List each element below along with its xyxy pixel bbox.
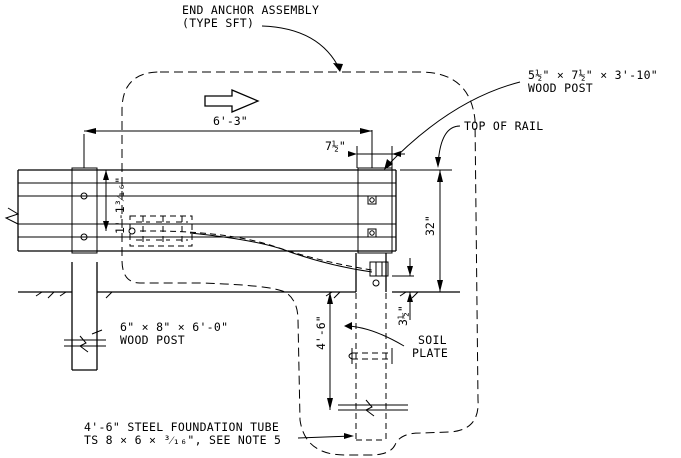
break-symbol-icon <box>4 207 20 225</box>
cable-anchor-bracket <box>369 261 389 277</box>
post-spacing-dimension <box>83 128 373 168</box>
large-wood-post <box>64 167 106 371</box>
ground-line <box>18 291 460 299</box>
tube-length-dimension <box>324 291 356 410</box>
steel-foundation-tube <box>338 253 408 441</box>
top-of-rail-leader <box>437 125 461 167</box>
large-post-label-line2: WOOD POST <box>120 333 185 347</box>
tube-projection-dimension <box>392 258 414 320</box>
soil-plate-leader <box>344 325 405 347</box>
rail-height-dimension <box>400 169 452 292</box>
tube-length-text: 4'-6" <box>314 315 328 350</box>
small-post-leader <box>384 81 521 169</box>
splice-height-text: 1'-1³⁄₁₆" <box>113 177 127 234</box>
w-beam-rail <box>4 169 397 252</box>
end-anchor-boundary <box>121 71 479 456</box>
small-post-label-line2: WOOD POST <box>528 81 593 95</box>
tube-label-line2: TS 8 × 6 × ³⁄₁₆", SEE NOTE 5 <box>84 433 281 447</box>
soil-plate-label-line2: PLATE <box>412 346 448 360</box>
end-anchor-label-line1: END ANCHOR ASSEMBLY <box>182 3 319 17</box>
tube-leader <box>297 435 353 439</box>
post-offset-text: 7½" <box>325 139 346 153</box>
post-offset-dimension <box>348 146 405 168</box>
small-post-label-line1: 5½" × 7½" × 3'-10" <box>528 68 658 82</box>
end-anchor-label-line2: (TYPE SFT) <box>182 16 254 30</box>
splice-height-dimension <box>103 170 109 231</box>
direction-arrow-icon <box>204 89 260 113</box>
post-spacing-text: 6'-3" <box>213 114 248 128</box>
anchor-cable <box>139 230 373 271</box>
tube-label-line1: 4'-6" STEEL FOUNDATION TUBE <box>84 420 279 434</box>
soil-plate-label-line1: SOIL <box>418 333 447 347</box>
top-of-rail-label: TOP OF RAIL <box>464 119 543 133</box>
small-wood-post <box>357 167 393 254</box>
soil-plate <box>348 348 393 364</box>
end-anchor-leader <box>261 25 341 71</box>
tube-projection-text: 3½" <box>396 305 410 326</box>
large-post-label-line1: 6" × 8" × 6'-0" <box>120 320 228 334</box>
rail-height-text: 32" <box>423 215 437 236</box>
